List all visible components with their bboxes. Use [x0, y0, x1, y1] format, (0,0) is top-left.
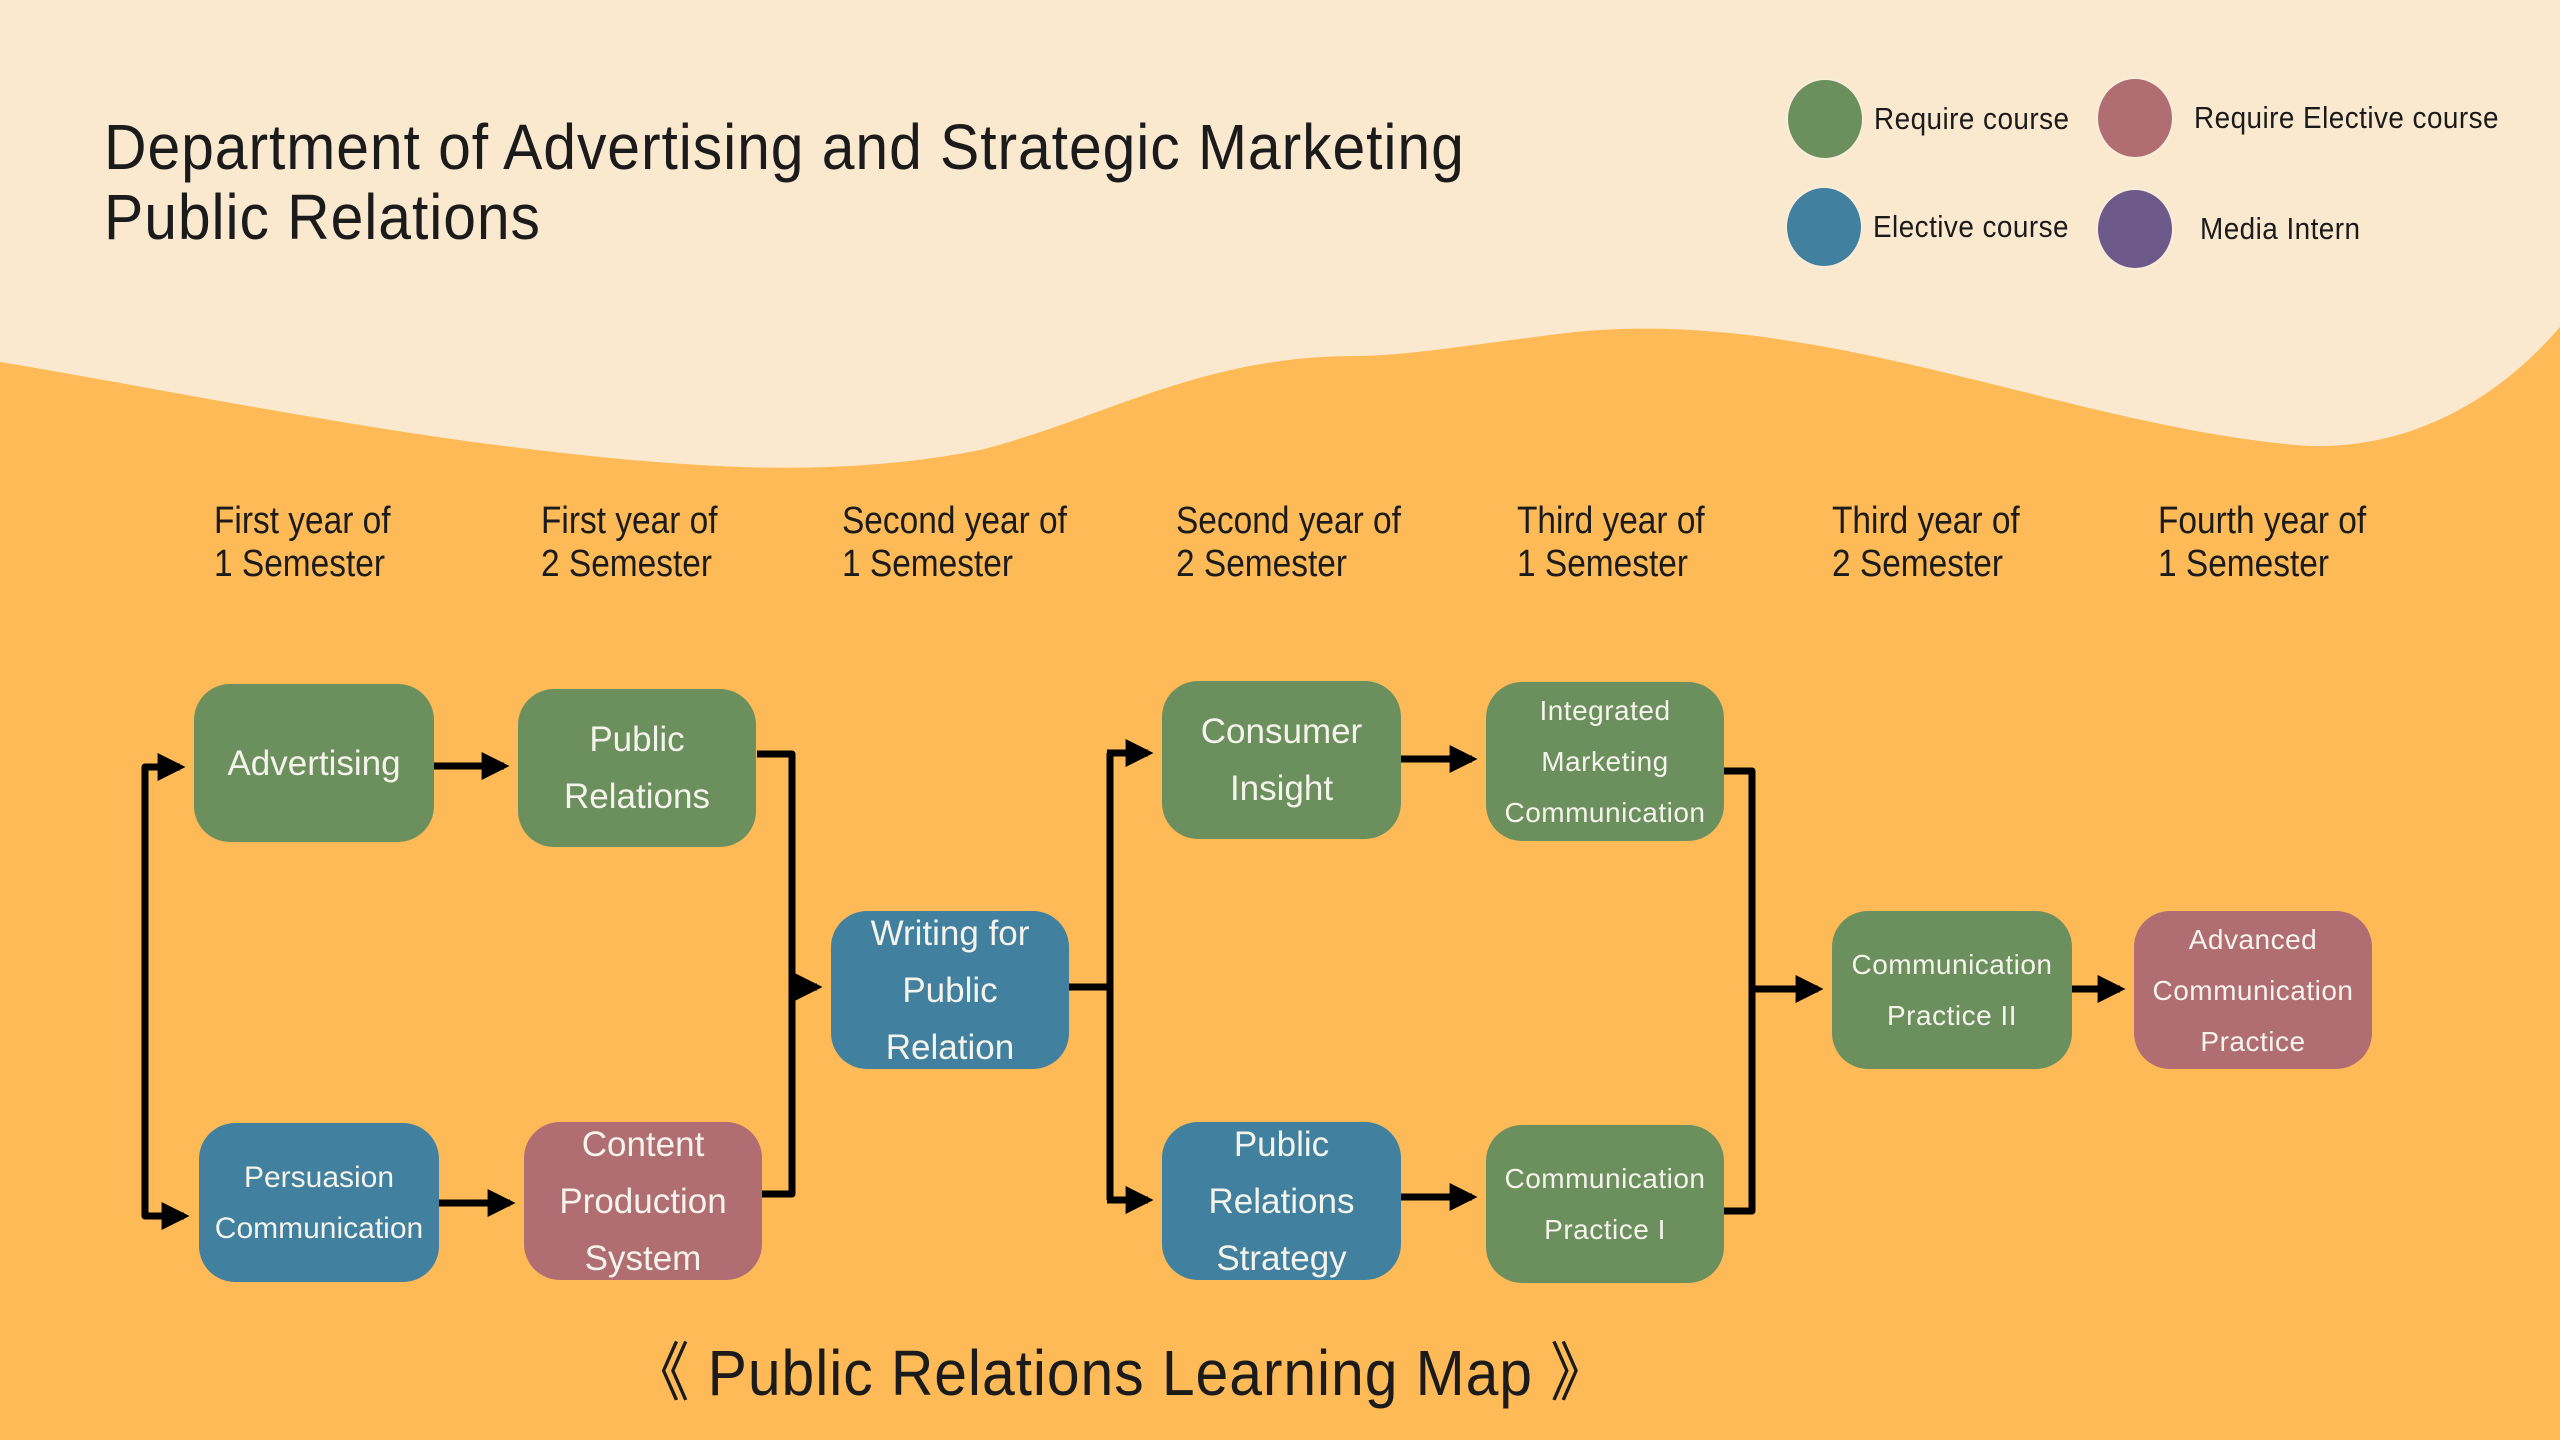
semester-header-y3s1: Third year of 1 Semester	[1517, 500, 1705, 586]
course-label: Relations	[564, 777, 710, 816]
course-label: Public	[1233, 1124, 1330, 1164]
course-advertising[interactable]: Advertising	[194, 684, 434, 842]
semester-year: Third year of	[1517, 500, 1705, 542]
course-label: Communication	[1851, 949, 2053, 980]
course-label: Advanced	[2188, 923, 2318, 955]
semester-term: 2 Semester	[1832, 543, 2003, 585]
semester-term: 1 Semester	[2158, 543, 2329, 585]
semester-year: First year of	[214, 500, 391, 542]
background-cream-wave	[0, 0, 2560, 468]
legend-label: Elective course	[1873, 209, 2069, 244]
course-consumer-insight[interactable]: Consumer Insight	[1162, 681, 1401, 839]
legend-label: Media Intern	[2200, 211, 2361, 246]
course-advanced-communication-practice[interactable]: Advanced Communication Practice	[2134, 911, 2372, 1069]
course-label: Relation	[885, 1027, 1015, 1067]
legend-label: Require Elective course	[2194, 100, 2500, 135]
title-line-program: Public Relations	[104, 181, 541, 253]
course-communication-practice-2[interactable]: Communication Practice II	[1832, 911, 2072, 1069]
semester-term: 1 Semester	[1517, 543, 1688, 585]
semester-header-y3s2: Third year of 2 Semester	[1832, 500, 2020, 586]
course-label: System	[584, 1238, 702, 1278]
course-label: Writing for	[870, 913, 1030, 953]
legend-dot-blue-icon	[1787, 188, 1861, 266]
semester-term: 1 Semester	[842, 543, 1013, 585]
legend-item-require-elective: Require Elective course	[2098, 79, 2533, 157]
course-label: Public	[589, 720, 685, 759]
legend-item-elective: Elective course	[1787, 188, 2091, 266]
course-label: Content	[581, 1124, 705, 1164]
course-writing-for-public-relation[interactable]: Writing for Public Relation	[831, 911, 1069, 1069]
page-title: Department of Advertising and Strategic …	[104, 112, 1583, 252]
course-label: Practice	[2200, 1025, 2306, 1057]
course-label: Integrated	[1539, 695, 1671, 726]
legend-dot-green-icon	[1788, 80, 1862, 158]
semester-header-y2s2: Second year of 2 Semester	[1176, 500, 1401, 586]
semester-year: Second year of	[842, 500, 1067, 542]
legend-item-media-intern: Media Intern	[2098, 190, 2378, 268]
map-title-text: 《 Public Relations Learning Map 》	[630, 1337, 1610, 1409]
title-line-department: Department of Advertising and Strategic …	[104, 111, 1465, 183]
course-label: Production	[559, 1181, 727, 1221]
course-persuasion-communication[interactable]: Persuasion Communication	[199, 1123, 439, 1282]
map-title: 《 Public Relations Learning Map 》	[0, 1322, 2560, 1414]
semester-year: Fourth year of	[2158, 500, 2367, 542]
course-label: Communication	[214, 1211, 424, 1245]
semester-header-y1s1: First year of 1 Semester	[214, 500, 391, 586]
course-label: Relations	[1208, 1181, 1355, 1221]
semester-year: First year of	[541, 500, 718, 542]
course-communication-practice-1[interactable]: Communication Practice I	[1486, 1125, 1724, 1283]
semester-year: Second year of	[1176, 500, 1401, 542]
course-public-relations[interactable]: Public Relations	[518, 689, 756, 847]
course-content-production-system[interactable]: Content Production System	[524, 1122, 762, 1280]
course-label: Communication	[1504, 797, 1706, 828]
legend-dot-purple-icon	[2098, 190, 2172, 268]
semester-header-y4s1: Fourth year of 1 Semester	[2158, 500, 2366, 586]
semester-term: 2 Semester	[1176, 543, 1347, 585]
semester-year: Third year of	[1832, 500, 2020, 542]
legend-dot-pink-icon	[2098, 79, 2172, 157]
semester-term: 1 Semester	[214, 543, 385, 585]
course-label: Strategy	[1216, 1238, 1347, 1278]
semester-header-y2s1: Second year of 1 Semester	[842, 500, 1067, 586]
course-label: Consumer	[1200, 712, 1363, 751]
course-label: Advertising	[227, 743, 401, 783]
course-label: Practice I	[1544, 1214, 1666, 1245]
course-label: Public	[902, 970, 998, 1010]
course-label: Persuasion	[243, 1160, 395, 1194]
course-integrated-marketing-communication[interactable]: Integrated Marketing Communication	[1486, 682, 1724, 841]
legend-item-require: Require course	[1788, 80, 2091, 158]
course-public-relations-strategy[interactable]: Public Relations Strategy	[1162, 1122, 1401, 1280]
semester-term: 2 Semester	[541, 543, 712, 585]
course-label: Insight	[1229, 769, 1334, 808]
course-label: Communication	[2152, 974, 2354, 1006]
legend-label: Require course	[1874, 101, 2070, 136]
course-label: Practice II	[1887, 1000, 2017, 1031]
course-label: Marketing	[1541, 746, 1669, 777]
course-label: Communication	[1504, 1163, 1706, 1194]
semester-header-y1s2: First year of 2 Semester	[541, 500, 718, 586]
